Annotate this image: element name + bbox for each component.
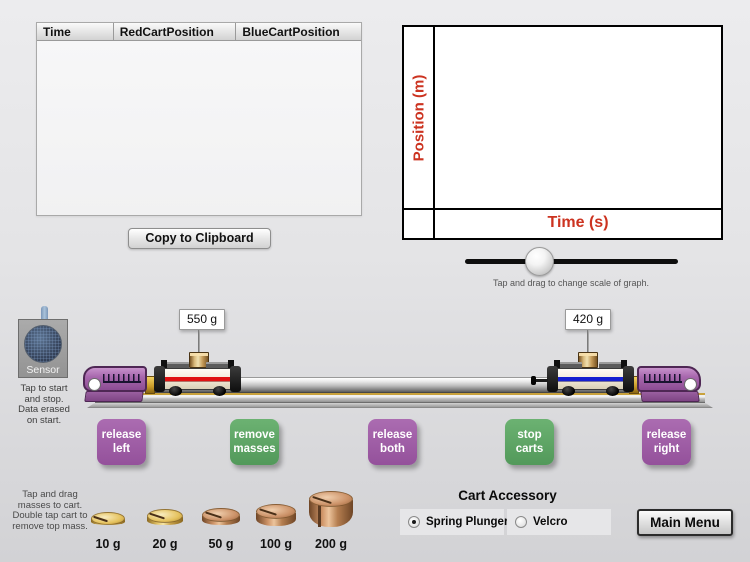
graph-x-axis-label: Time (s) (547, 214, 609, 231)
mass-20g-label: 20 g (152, 537, 178, 551)
mass-10g[interactable] (91, 512, 125, 525)
left-endstop-base (84, 391, 144, 402)
red-cart-left-bracket (161, 360, 189, 370)
masses-caption: Tap and drag masses to cart. Double tap … (12, 489, 88, 532)
mass-slot (149, 512, 165, 520)
graph-scale-slider-track[interactable] (465, 259, 678, 264)
mass-slot (93, 515, 108, 523)
sensor-lens-icon (24, 325, 62, 363)
copy-to-clipboard-button[interactable]: Copy to Clipboard (128, 228, 271, 249)
blue-cart-body (548, 368, 633, 390)
mass-10g-label: 10 g (95, 537, 121, 551)
red-cart-stacked-mass[interactable] (189, 352, 209, 368)
mass-100g[interactable] (256, 504, 296, 519)
mass-slot (205, 511, 222, 519)
right-endstop-knob-icon (684, 378, 697, 391)
blue-cart-wheel (562, 386, 575, 396)
radio-icon[interactable] (515, 516, 527, 528)
column-header-time: Time (37, 23, 114, 41)
red-cart-left-cap (154, 366, 165, 392)
graph-y-axis-label: Position (m) (410, 74, 428, 162)
blue-cart-stripe (550, 377, 631, 381)
blue-cart-left-cap (547, 366, 558, 392)
red-cart-mass-tag: 550 g (179, 309, 225, 330)
track-base (95, 393, 705, 403)
mass-slot (259, 508, 277, 516)
spring-plunger-rod (535, 379, 548, 382)
velcro-option-label: Velcro (533, 516, 568, 528)
right-endstop-base (640, 391, 700, 402)
red-cart-wheel (213, 386, 226, 396)
blue-cart-right-bracket (599, 360, 627, 370)
graph-scale-slider-caption: Tap and drag to change scale of graph. (492, 278, 650, 288)
blue-cart-left-bracket (554, 360, 582, 370)
track-beam (150, 377, 634, 393)
mass-50g-label: 50 g (208, 537, 234, 551)
blue-cart-right-cap (623, 366, 634, 392)
right-endstop (637, 366, 701, 392)
red-cart-wheel (169, 386, 182, 396)
track-base-lip (87, 403, 713, 408)
left-endstop (83, 366, 147, 392)
mass-200g[interactable] (309, 491, 353, 507)
sensor-antenna-nub (41, 306, 48, 320)
column-header-blue-cart-position: BlueCartPosition (236, 23, 361, 41)
mass-slot (318, 500, 321, 527)
graph-y-axis-line (433, 27, 435, 238)
left-endstop-ruler-icon (103, 374, 141, 383)
red-cart-body (155, 368, 240, 390)
main-menu-button[interactable]: Main Menu (637, 509, 733, 536)
table-body-empty (37, 41, 361, 215)
red-cart[interactable]: 550 g (154, 309, 241, 398)
red-cart-right-bracket (206, 360, 234, 370)
mass-100g-label: 100 g (260, 537, 292, 551)
red-cart-mass-tag-pointer (198, 330, 200, 353)
left-endstop-knob-icon (88, 378, 101, 391)
blue-cart-stacked-mass[interactable] (578, 352, 598, 368)
blue-cart[interactable]: 420 g (531, 309, 634, 398)
table-header: Time RedCartPosition BlueCartPosition (37, 23, 361, 41)
mass-slot (312, 495, 332, 505)
data-table: Time RedCartPosition BlueCartPosition (36, 22, 362, 216)
blue-cart-mass-tag-pointer (587, 330, 589, 353)
graph-x-axis-line (404, 208, 721, 210)
red-cart-stripe (157, 377, 238, 381)
sensor-button[interactable]: Sensor (18, 319, 68, 378)
mass-200g-label: 200 g (315, 537, 347, 551)
mass-50g[interactable] (202, 508, 240, 522)
velcro-option[interactable]: Velcro (507, 509, 611, 535)
sensor-caption: Tap to start and stop. Data erased on st… (18, 383, 70, 426)
blue-cart-mass-tag: 420 g (565, 309, 611, 330)
sensor-label: Sensor (26, 364, 60, 376)
red-cart-right-cap (230, 366, 241, 392)
position-time-graph: Position (m) Time (s) (402, 25, 723, 240)
mass-20g[interactable] (147, 509, 183, 523)
right-endstop-ruler-icon (644, 374, 682, 383)
graph-scale-slider-knob[interactable] (525, 247, 554, 276)
blue-cart-wheel (606, 386, 619, 396)
spring-plunger-option[interactable]: Spring Plunger (400, 509, 508, 535)
spring-plunger-tip (531, 376, 536, 385)
cart-accessory-title: Cart Accessory (458, 488, 557, 503)
column-header-red-cart-position: RedCartPosition (113, 23, 237, 41)
spring-plunger-option-label: Spring Plunger (426, 516, 509, 528)
radio-icon[interactable] (408, 516, 420, 528)
